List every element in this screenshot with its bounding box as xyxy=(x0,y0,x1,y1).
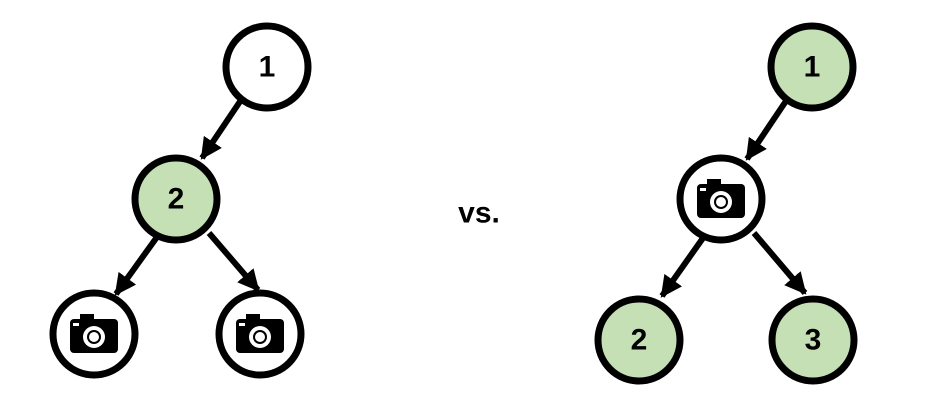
left-edge-1-to-2 xyxy=(199,98,244,160)
right-node-1-label: 1 xyxy=(804,51,821,84)
right-edge-camera-to-3 xyxy=(751,231,808,295)
left-node-2-circle xyxy=(131,154,221,244)
right-node-2: 2 xyxy=(594,295,684,385)
right-node-1: 1 xyxy=(767,22,857,112)
right-node-3-circle xyxy=(768,295,858,385)
right-node-2-label: 2 xyxy=(631,324,648,357)
right-camera-node xyxy=(676,154,766,244)
right-tree: 1 2 3 xyxy=(594,22,858,385)
right-edge-1-to-camera xyxy=(744,99,789,161)
left-node-2: 2 xyxy=(131,154,221,244)
right-tree-edges xyxy=(659,99,808,298)
right-node-3: 3 xyxy=(768,295,858,385)
right-node-2-circle xyxy=(594,295,684,385)
left-edge-2-to-camera-2 xyxy=(206,231,261,292)
right-edge-camera-to-2 xyxy=(659,236,706,298)
left-tree-edges xyxy=(113,98,261,296)
right-node-3-label: 3 xyxy=(805,324,822,357)
left-edge-2-to-camera-1 xyxy=(113,235,160,296)
camera-icon xyxy=(70,314,118,353)
left-node-1: 1 xyxy=(222,22,312,112)
left-node-2-label: 2 xyxy=(168,183,185,216)
camera-icon xyxy=(236,314,284,353)
right-node-1-circle xyxy=(767,22,857,112)
left-camera-node-2 xyxy=(215,289,305,379)
camera-icon xyxy=(697,179,745,218)
left-camera-node-1 xyxy=(49,289,139,379)
left-tree: 1 2 xyxy=(49,22,312,379)
left-node-1-circle xyxy=(222,22,312,112)
vs-separator-label: vs. xyxy=(458,197,500,230)
left-node-1-label: 1 xyxy=(259,51,276,84)
